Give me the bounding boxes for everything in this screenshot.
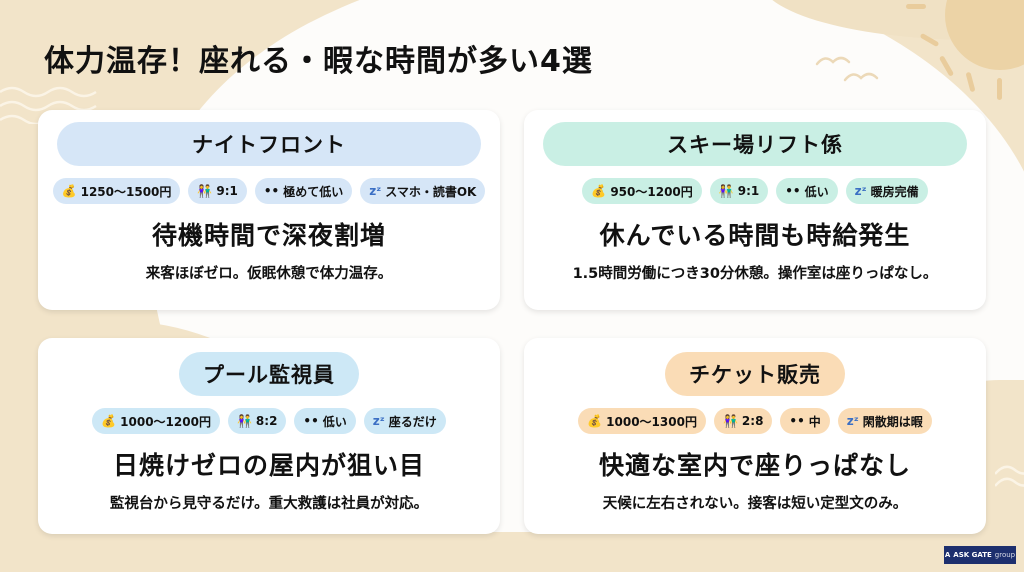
tag-row: 💰 1250〜1500円 👫 9:1 •• 極めて低い zᶻ スマホ・読書OK <box>52 178 486 204</box>
people-icon: 👫 <box>722 414 738 428</box>
sun-ray <box>997 78 1002 100</box>
tag-row: 💰 1000〜1300円 👫 2:8 •• 中 zᶻ 閑散期は暇 <box>578 408 932 434</box>
tag-feature: zᶻ スマホ・読書OK <box>360 178 486 204</box>
tag-label: スマホ・読書OK <box>385 184 477 199</box>
money-bag-icon: 💰 <box>591 184 607 198</box>
job-title-pill: チケット販売 <box>665 352 845 396</box>
tag-row: 💰 950〜1200円 👫 9:1 •• 低い zᶻ 暖房完備 <box>582 178 928 204</box>
tag-wage: 💰 1000〜1200円 <box>92 408 220 434</box>
page-title: 体力温存！座れる・暇な時間が多い4選 <box>44 44 593 79</box>
birds-icon <box>815 56 879 82</box>
tag-label: 9:1 <box>216 184 238 198</box>
tag-row: 💰 1000〜1200円 👫 8:2 •• 低い zᶻ 座るだけ <box>92 408 446 434</box>
eyes-icon: •• <box>263 184 280 198</box>
money-bag-icon: 💰 <box>61 184 77 198</box>
tag-label: 座るだけ <box>388 414 437 429</box>
tag-label: 中 <box>808 414 821 429</box>
tag-label: 8:2 <box>255 414 278 428</box>
tag-label: 950〜1200円 <box>610 184 693 199</box>
tag-label: 9:1 <box>737 184 760 198</box>
tag-gender-ratio: 👫 2:8 <box>713 408 773 434</box>
tag-difficulty: •• 低い <box>294 408 356 434</box>
money-bag-icon: 💰 <box>101 414 117 428</box>
tag-wage: 💰 1000〜1300円 <box>578 408 706 434</box>
tag-difficulty: •• 中 <box>780 408 830 434</box>
job-description: 監視台から見守るだけ。重大救護は社員が対応。 <box>109 496 429 512</box>
tag-label: 極めて低い <box>283 184 344 199</box>
job-title: スキー場リフト係 <box>667 133 843 157</box>
tag-label: 低い <box>804 184 829 199</box>
people-icon: 👫 <box>236 414 252 428</box>
brand-logo: A ASK GATE group <box>944 546 1016 564</box>
tag-label: 1000〜1300円 <box>606 414 697 429</box>
logo-brand: ASK GATE <box>953 551 992 559</box>
eyes-icon: •• <box>789 414 805 428</box>
job-title: チケット販売 <box>689 363 821 387</box>
sleep-icon: zᶻ <box>372 414 385 428</box>
tag-feature: zᶻ 暖房完備 <box>845 178 928 204</box>
money-bag-icon: 💰 <box>587 414 603 428</box>
job-headline: 日焼けゼロの屋内が狙い目 <box>112 451 425 480</box>
tag-label: 1250〜1500円 <box>80 184 172 199</box>
tag-wage: 💰 1250〜1500円 <box>52 178 181 204</box>
job-description: 天候に左右されない。接客は短い定型文のみ。 <box>602 496 908 512</box>
logo-suffix: group <box>994 551 1016 559</box>
job-card-ticket-sales: チケット販売 💰 1000〜1300円 👫 2:8 •• 中 zᶻ 閑散期は暇 … <box>524 338 986 534</box>
tag-gender-ratio: 👫 9:1 <box>188 178 247 204</box>
job-title-pill: スキー場リフト係 <box>543 122 967 166</box>
sun-icon <box>945 0 1024 70</box>
sun-ray <box>965 71 976 93</box>
job-headline: 休んでいる時間も時給発生 <box>599 221 911 250</box>
sleep-icon: zᶻ <box>369 184 382 198</box>
sleep-icon: zᶻ <box>846 414 859 428</box>
background-beige-strip <box>0 532 1024 572</box>
eyes-icon: •• <box>303 414 319 428</box>
job-headline: 待機時間で深夜割増 <box>151 221 386 250</box>
tag-gender-ratio: 👫 9:1 <box>709 178 769 204</box>
tag-feature: zᶻ 閑散期は暇 <box>837 408 932 434</box>
job-headline: 快適な室内で座りっぱなし <box>598 451 911 480</box>
tag-label: 暖房完備 <box>870 184 919 199</box>
eyes-icon: •• <box>785 184 801 198</box>
job-card-night-front: ナイトフロント 💰 1250〜1500円 👫 9:1 •• 極めて低い zᶻ ス… <box>38 110 500 310</box>
job-title: プール監視員 <box>203 363 335 387</box>
job-title-pill: ナイトフロント <box>57 122 481 166</box>
tag-gender-ratio: 👫 8:2 <box>227 408 287 434</box>
tag-label: 低い <box>322 414 347 429</box>
job-card-pool-lifeguard: プール監視員 💰 1000〜1200円 👫 8:2 •• 低い zᶻ 座るだけ … <box>38 338 500 534</box>
people-icon: 👫 <box>197 184 213 198</box>
tag-feature: zᶻ 座るだけ <box>363 408 446 434</box>
waves-icon-right <box>995 465 1024 487</box>
sun-ray <box>906 4 926 9</box>
people-icon: 👫 <box>718 184 734 198</box>
tag-label: 1000〜1200円 <box>120 414 211 429</box>
job-title: ナイトフロント <box>192 133 346 157</box>
logo-mark-icon: A <box>944 551 951 559</box>
sleep-icon: zᶻ <box>854 184 867 198</box>
job-description: 1.5時間労働につき30分休憩。操作室は座りっぱなし。 <box>572 266 938 282</box>
tag-label: 2:8 <box>741 414 764 428</box>
tag-difficulty: •• 極めて低い <box>254 178 353 204</box>
job-card-ski-lift: スキー場リフト係 💰 950〜1200円 👫 9:1 •• 低い zᶻ 暖房完備… <box>524 110 986 310</box>
tag-wage: 💰 950〜1200円 <box>582 178 702 204</box>
tag-difficulty: •• 低い <box>776 178 838 204</box>
job-description: 来客ほぼゼロ。仮眠休憩で体力温存。 <box>145 266 393 282</box>
job-title-pill: プール監視員 <box>179 352 359 396</box>
tag-label: 閑散期は暇 <box>862 414 923 429</box>
